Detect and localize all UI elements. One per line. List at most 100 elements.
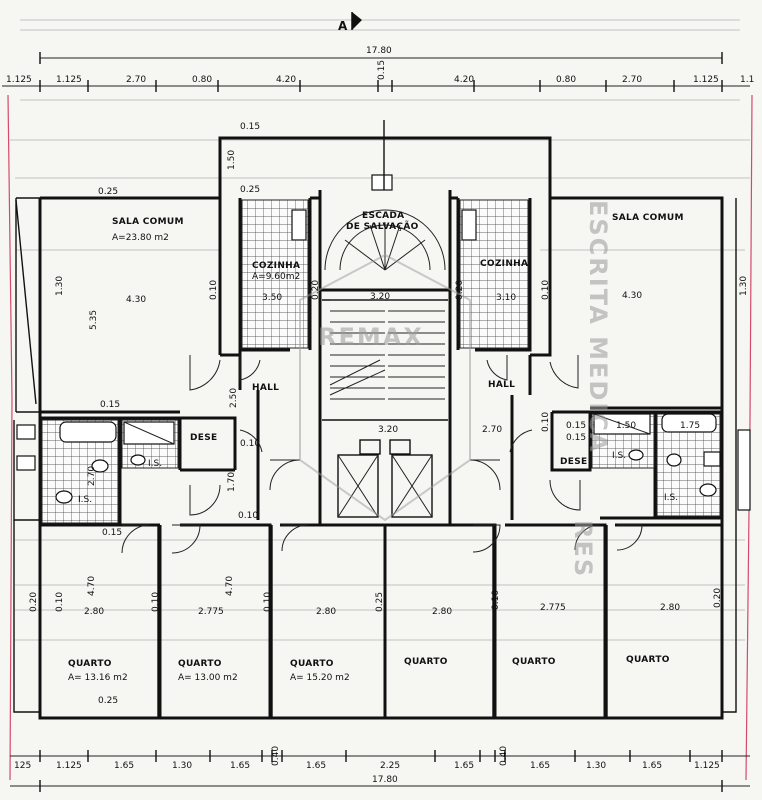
dese-left-name: DESE: [190, 433, 217, 443]
svg-text:0.20: 0.20: [713, 588, 723, 608]
watermark-vertical-2: RES: [569, 520, 597, 578]
is-label-3: I.S.: [612, 451, 626, 461]
svg-text:0.10: 0.10: [541, 412, 551, 432]
svg-text:1.50: 1.50: [616, 421, 636, 431]
svg-text:2.80: 2.80: [660, 603, 680, 613]
top-dimension-lines: 17.80 1.125 1.125 2.70 0.80 4.20 0.15 4.…: [2, 46, 754, 92]
svg-text:0.15: 0.15: [100, 400, 120, 410]
bottom-dim-13: 1.125: [694, 761, 720, 771]
bottom-dim-3: 1.30: [172, 761, 192, 771]
bottom-overall-dim: 17.80: [372, 775, 398, 785]
bottom-dim-10: 1.65: [530, 761, 550, 771]
tiled-floors: [41, 199, 721, 524]
bottom-dimension-lines: 125 1.125 1.65 1.30 1.65 0.40 1.65 2.25 …: [10, 746, 750, 792]
quarto-5-name: QUARTO: [512, 657, 556, 667]
kitchen-sink-right: [461, 209, 477, 241]
svg-text:2.70: 2.70: [87, 466, 97, 486]
top-dim-2: 2.70: [126, 75, 146, 85]
inner-dimensions: 0.15 1.50 0.25 0.25 4.30 4.30 5.35 0.10 …: [29, 122, 749, 706]
top-dim-1: 1.125: [56, 75, 82, 85]
sink-right-b: [699, 483, 717, 497]
bottom-dim-2: 1.65: [114, 761, 134, 771]
stair-core: [324, 120, 446, 518]
margin-line-right: [745, 94, 753, 781]
fixtures: [16, 209, 751, 511]
svg-text:0.10: 0.10: [541, 280, 551, 300]
section-marker: A: [338, 12, 362, 33]
svg-text:1.75: 1.75: [680, 421, 700, 431]
bottom-dim-5: 0.40: [271, 746, 281, 766]
svg-text:0.10: 0.10: [240, 439, 260, 449]
bottom-dim-6: 1.65: [306, 761, 326, 771]
svg-text:0.20: 0.20: [29, 592, 39, 612]
svg-text:0.10: 0.10: [209, 280, 219, 300]
margin-line-left: [7, 94, 13, 781]
room-labels: SALA COMUM A=23.80 m2 SALA COMUM COZINHA…: [68, 211, 683, 683]
svg-text:4.30: 4.30: [622, 291, 642, 301]
svg-text:2.775: 2.775: [198, 607, 224, 617]
escada-line2: DE SALVAÇÃO: [346, 221, 419, 232]
door-swings: [121, 355, 643, 554]
is-label-2: I.S.: [78, 495, 92, 505]
escada-line1: ESCADA: [362, 211, 404, 221]
svg-text:2.775: 2.775: [540, 603, 566, 613]
sink-right-a: [628, 449, 644, 461]
svg-text:0.10: 0.10: [263, 592, 273, 612]
top-dim-6: 4.20: [454, 75, 474, 85]
bottom-dim-1: 1.125: [56, 761, 82, 771]
bathtub-left: [59, 421, 117, 443]
bottom-dim-8: 1.65: [454, 761, 474, 771]
sink-left-b: [55, 490, 73, 504]
quarto-3-name: QUARTO: [290, 659, 334, 669]
quarto-1-area: A= 13.16 m2: [68, 673, 128, 683]
side-fixture-c: [737, 429, 751, 511]
svg-text:0.10: 0.10: [491, 590, 501, 610]
sala-left-name: SALA COMUM: [112, 217, 184, 227]
bathtub-right: [661, 413, 717, 433]
quarto-2-area: A= 13.00 m2: [178, 673, 238, 683]
svg-text:1.30: 1.30: [739, 276, 749, 296]
bottom-dim-12: 1.65: [642, 761, 662, 771]
section-letter: A: [338, 19, 348, 33]
top-dim-0: 1.125: [6, 75, 32, 85]
side-fixture-b: [16, 455, 36, 471]
svg-text:2.80: 2.80: [316, 607, 336, 617]
is-label-1: I.S.: [148, 459, 162, 469]
svg-text:0.15: 0.15: [566, 433, 586, 443]
svg-text:0.25: 0.25: [240, 185, 260, 195]
svg-text:2.80: 2.80: [84, 607, 104, 617]
svg-text:1.30: 1.30: [55, 276, 65, 296]
svg-text:3.20: 3.20: [378, 425, 398, 435]
top-dim-3: 0.80: [192, 75, 212, 85]
side-fixture-a: [16, 424, 36, 440]
watermark-logo: REMAX: [318, 323, 424, 351]
svg-text:4.70: 4.70: [225, 576, 235, 596]
svg-text:0.20: 0.20: [311, 280, 321, 300]
bidet-left: [130, 454, 146, 466]
hall-left-name: HALL: [252, 383, 279, 393]
scan-noise: [10, 19, 750, 641]
interior-walls: [38, 190, 722, 718]
svg-text:0.15: 0.15: [566, 421, 586, 431]
quarto-2-name: QUARTO: [178, 659, 222, 669]
cozinha-left-name: COZINHA: [252, 261, 300, 271]
top-dim-10: 1.1: [740, 75, 754, 85]
toilet-right: [666, 453, 682, 467]
kitchen-sink-left: [291, 209, 307, 241]
svg-text:2.70: 2.70: [482, 425, 502, 435]
watermark-vertical-1: ESCRITA MEDICA: [584, 200, 612, 453]
top-dim-4: 4.20: [276, 75, 296, 85]
quarto-3-area: A= 15.20 m2: [290, 673, 350, 683]
svg-text:0.25: 0.25: [98, 187, 118, 197]
quarto-4-name: QUARTO: [404, 657, 448, 667]
hall-right-name: HALL: [488, 380, 515, 390]
cozinha-left-area: A=9.60m2: [252, 272, 300, 282]
top-dim-7: 0.80: [556, 75, 576, 85]
svg-text:0.10: 0.10: [238, 511, 258, 521]
svg-text:2.80: 2.80: [432, 607, 452, 617]
svg-text:0.25: 0.25: [375, 592, 385, 612]
top-dim-8: 2.70: [622, 75, 642, 85]
svg-text:0.10: 0.10: [55, 592, 65, 612]
bottom-dim-9: 0.40: [499, 746, 509, 766]
